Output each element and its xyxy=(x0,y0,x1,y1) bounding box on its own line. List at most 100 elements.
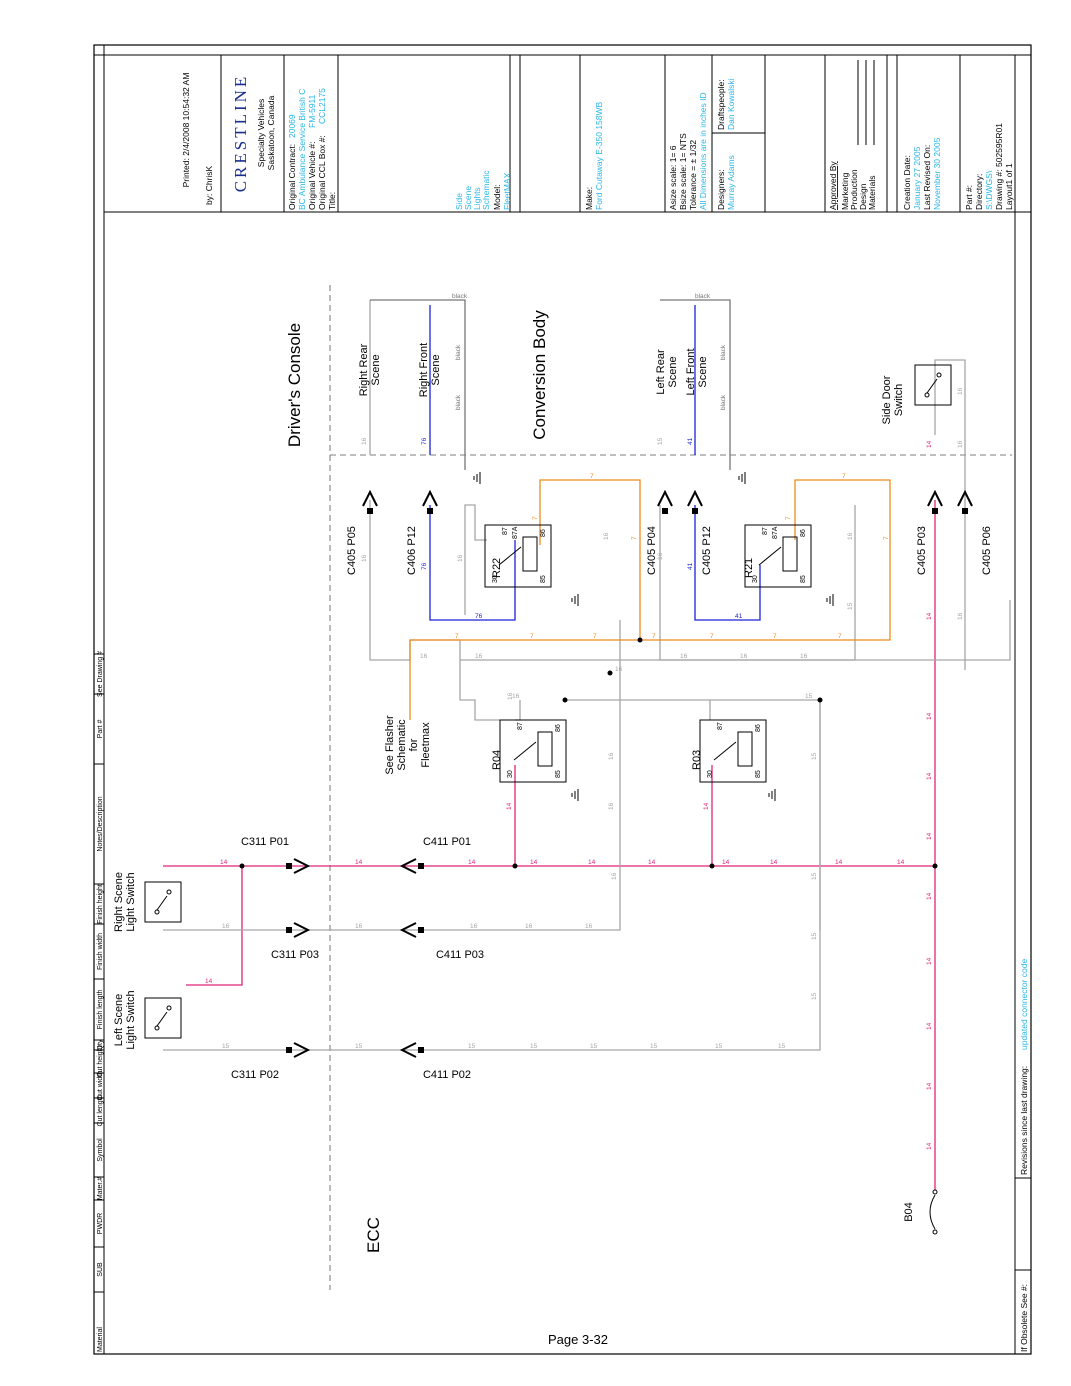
svg-text:87: 87 xyxy=(762,527,769,535)
header-col-11: Finish height xyxy=(97,884,104,924)
wire-label-black-l-2: black xyxy=(720,344,727,360)
svg-text:30: 30 xyxy=(492,575,499,583)
relay-r03-label: R03 xyxy=(691,750,703,770)
connector-c405p06 xyxy=(957,489,973,514)
wire-label: 14 xyxy=(220,859,228,866)
left-front-scene-label-1: Left Front xyxy=(685,348,697,395)
make-value: Ford Cutaway E-350 158WB xyxy=(594,101,604,210)
wire-label: 16 xyxy=(361,554,368,562)
wire-label: 7 xyxy=(652,633,656,640)
wire-label: 14 xyxy=(205,978,213,985)
header-col-9: Finish length xyxy=(97,990,104,1030)
wire-label: 7 xyxy=(530,633,534,640)
wire-label: 14 xyxy=(897,859,905,866)
wire-label: 7 xyxy=(631,536,638,540)
connector-label-c406p12: C406 P12 xyxy=(406,526,418,575)
approval-production: Production xyxy=(849,169,859,210)
connector-label-c411p01: C411 P01 xyxy=(423,836,471,848)
wire-label-black-r-1: black xyxy=(455,394,462,410)
wire-label: 16 xyxy=(611,872,618,880)
wire-label: 76 xyxy=(421,562,428,570)
approval-materials: Materials xyxy=(867,176,877,210)
side-door-switch-label-2: Switch xyxy=(893,384,905,416)
connector-c405p05 xyxy=(362,489,378,514)
connector-label-c405p12: C405 P12 xyxy=(701,526,713,575)
printed-by: by: ChrisK xyxy=(204,165,214,205)
revisions-label: Revisions since last drawing: xyxy=(1019,1066,1029,1175)
left-rear-scene-label-1: Left Rear xyxy=(655,349,667,395)
wire-label: 14 xyxy=(926,832,933,840)
zone-drivers-console: Driver's Console xyxy=(285,323,304,447)
wire-label: 14 xyxy=(468,859,476,866)
flasher-note-2: Schematic xyxy=(396,719,408,771)
wire-label: 7 xyxy=(455,633,459,640)
title-label: Title: xyxy=(327,192,337,210)
connector-label-c405p04: C405 P04 xyxy=(646,526,658,575)
connector-c405p12 xyxy=(687,489,703,514)
wire-label: 16 xyxy=(457,554,464,562)
original-ccl-value: CCL2175 xyxy=(317,88,327,124)
title-line-2: Scene xyxy=(463,186,473,210)
wire-label: 14 xyxy=(926,892,933,900)
left-front-scene-label-2: Scene xyxy=(697,356,709,387)
wire-label-black-top-right: black xyxy=(452,293,468,300)
side-door-switch xyxy=(914,364,952,406)
wire-label: 14 xyxy=(926,712,933,720)
header-col-6: Cut width xyxy=(97,1071,104,1100)
wire-label: 15 xyxy=(811,992,818,1000)
wire-label: 7 xyxy=(590,473,594,480)
wire-label: 16 xyxy=(800,653,808,660)
header-col-5: Cut length xyxy=(97,1094,104,1126)
wire-label: 7 xyxy=(773,633,777,640)
wire-label: 14 xyxy=(530,859,538,866)
company-location: Saskatoon, Canada xyxy=(266,95,276,170)
ground-symbols xyxy=(473,472,834,801)
header-col-10: Finish width xyxy=(97,933,104,970)
original-vehicle-label: Original Vehicle #: xyxy=(307,141,317,210)
relay-r21-label: R21 xyxy=(743,558,755,578)
crestline-logo: CRESTLINE xyxy=(231,74,250,193)
original-contract-value: 20069 xyxy=(287,114,297,138)
designers-label: Designers: xyxy=(716,169,726,210)
wire-label: 16 xyxy=(615,666,623,673)
creation-date-value: January 27 2005 xyxy=(912,146,922,210)
title-block xyxy=(220,55,1016,1354)
svg-text:86: 86 xyxy=(555,724,562,732)
wire-label: 14 xyxy=(926,957,933,965)
sheet-border xyxy=(93,44,1032,1355)
wire-label: 16 xyxy=(957,440,964,448)
wire-label: 14 xyxy=(703,802,710,810)
wire-label: 16 xyxy=(608,802,615,810)
left-scene-light-switch xyxy=(144,997,182,1039)
relay-r04: 87 30 86 85 xyxy=(499,719,567,783)
connector-c311p01 xyxy=(286,858,311,874)
header-col-0: Material xyxy=(97,1327,104,1352)
wire-label: 41 xyxy=(687,437,694,445)
wire-label: 15 xyxy=(778,1043,786,1050)
relay-r22: 87 87A 30 86 85 xyxy=(484,524,552,588)
flasher-note-4: Fleetmax xyxy=(420,722,432,768)
dimensions-note: All Dimensions are in inches ID xyxy=(698,92,708,210)
draftspeople-label: Draftspeople: xyxy=(716,79,726,130)
title-line-3: Lights xyxy=(472,187,482,210)
header-col-4: Symbol xyxy=(97,1138,104,1162)
tolerance: Tolerance = ± 1/32 xyxy=(688,140,698,210)
svg-text:87A: 87A xyxy=(772,526,779,539)
wire-label: 7 xyxy=(593,633,597,640)
wire-label: 14 xyxy=(648,859,656,866)
left-scene-switch-label-2: Light Switch xyxy=(125,990,137,1049)
layout-label: Layout1 of 1 xyxy=(1004,163,1014,210)
wire-label: 15 xyxy=(222,1043,230,1050)
wire-label: 16 xyxy=(957,612,964,620)
connector-label-c405p06: C405 P06 xyxy=(981,526,993,575)
relay-r22-label: R22 xyxy=(491,558,503,578)
page-label: Page 3-32 xyxy=(548,1332,608,1347)
zone-ecc: ECC xyxy=(364,1217,383,1253)
flasher-note-1: See Flasher xyxy=(384,715,396,775)
wire-label: 16 xyxy=(740,653,748,660)
model-value: FleetMAX xyxy=(502,172,512,210)
connector-c411p02 xyxy=(399,1042,424,1058)
